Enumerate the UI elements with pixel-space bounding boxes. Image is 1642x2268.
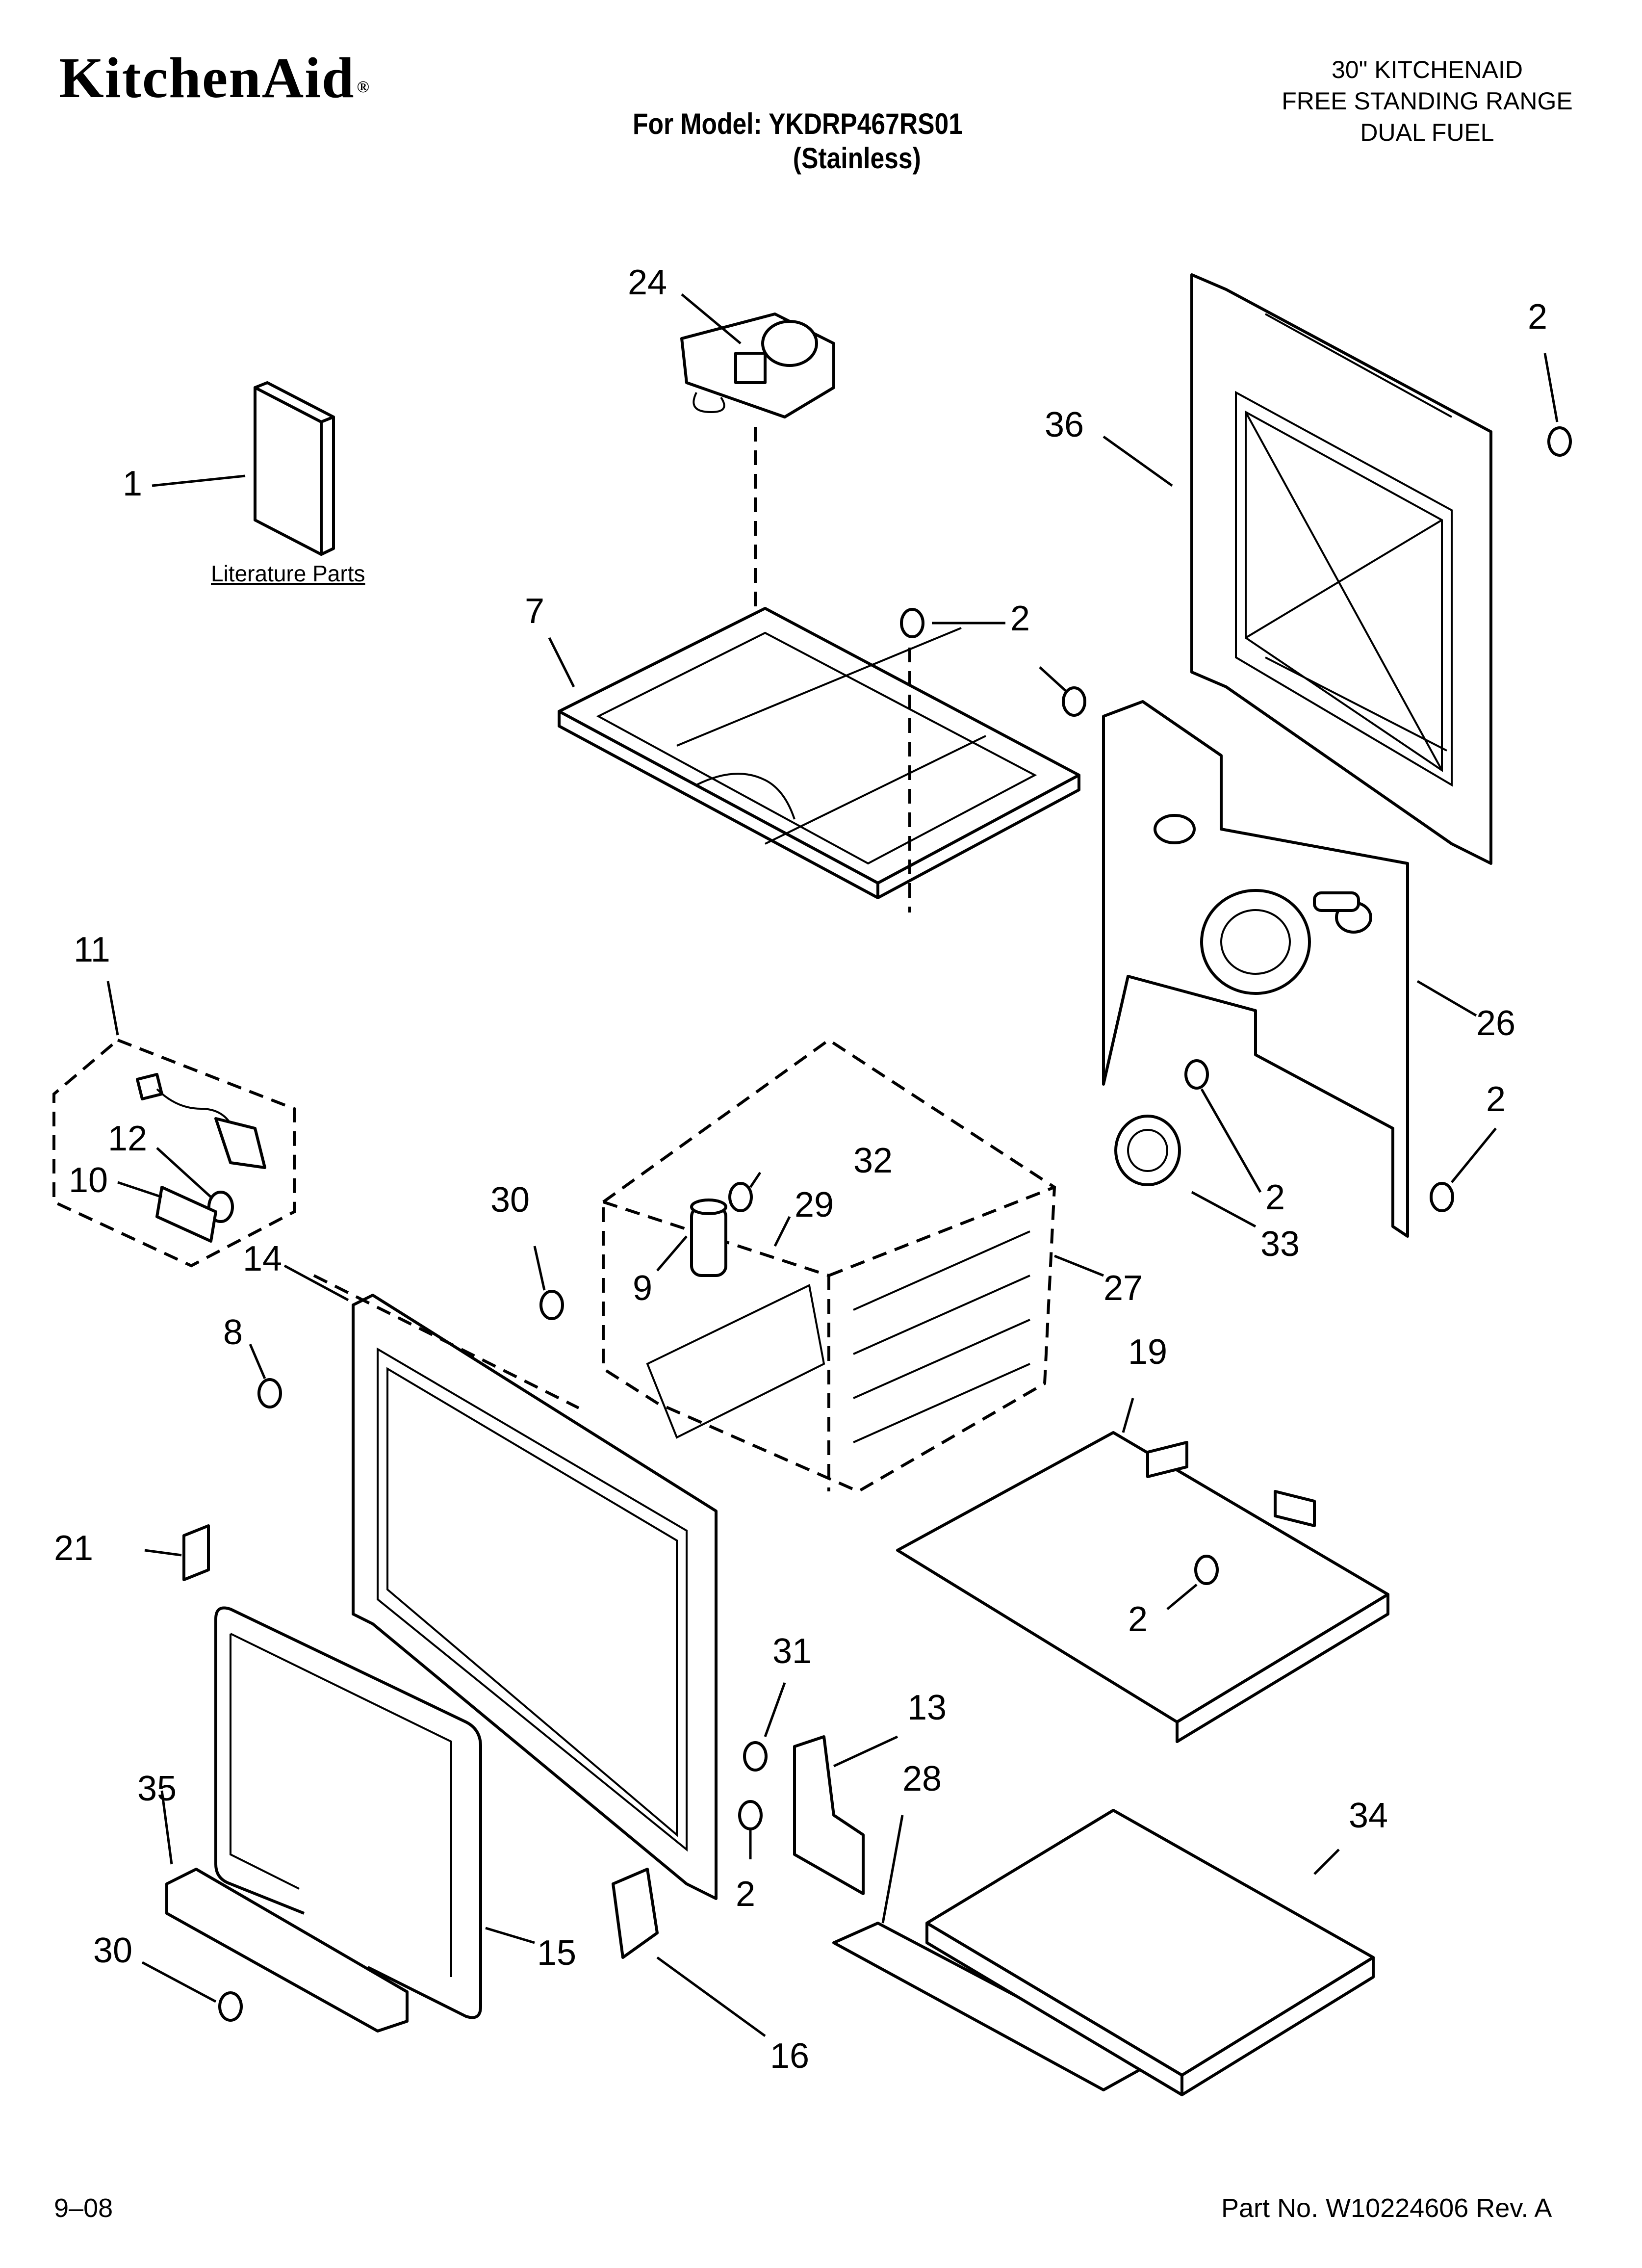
part-19-plate [896,1431,1389,1743]
callout-30: 30 [93,1931,133,1970]
callout-2: 2 [1486,1080,1506,1119]
part-21-clip [182,1524,210,1581]
product-line-2: FREE STANDING RANGE [1282,87,1573,115]
literature-parts-label: Literature Parts [211,561,365,586]
part-27-oven-cavity [602,1038,1056,1493]
callout-15: 15 [537,1933,577,1973]
callout-30: 30 [490,1180,530,1220]
model-line: For Model: YKDRP467RS01 [633,107,963,140]
callout-12: 12 [108,1119,148,1158]
callout-9: 9 [633,1269,653,1308]
finish-line: (Stainless) [793,142,921,175]
callout-13: 13 [907,1688,947,1727]
callout-8: 8 [223,1313,243,1352]
part-11-light-assembly [52,1038,296,1268]
callout-31: 31 [772,1632,812,1671]
product-line-1: 30" KITCHENAID [1331,56,1523,83]
revision-date: 9–08 [54,2193,113,2223]
model-heading: For Model: YKDRP467RS01 (Stainless) [633,107,963,176]
screw-parts [218,426,1572,2022]
part-13-bracket [793,1735,865,1895]
leader-lines [106,293,1559,2037]
callout-7: 7 [525,592,545,631]
callout-2: 2 [1528,297,1548,337]
callout-27: 27 [1103,1269,1143,1308]
callout-16: 16 [770,2036,810,2076]
callout-2: 2 [1128,1600,1148,1639]
callout-19: 19 [1128,1332,1168,1372]
callout-2: 2 [736,1875,756,1914]
callout-32: 32 [853,1141,893,1180]
callout-36: 36 [1045,405,1084,444]
brand-logo: KitchenAid® [59,46,370,110]
part-26-rear-panel [1102,700,1409,1238]
callout-33: 33 [1260,1225,1300,1264]
part-7-frame [558,607,1080,912]
part-34-tray [925,1809,1375,2096]
callout-26: 26 [1476,1004,1516,1043]
callout-34: 34 [1349,1796,1388,1835]
callout-21: 21 [54,1529,94,1568]
part-14-door-frame [313,1274,718,1900]
callout-10: 10 [69,1161,108,1200]
part-24-device [680,313,835,657]
callout-29: 29 [795,1185,834,1225]
part-16-bracket [612,1868,659,1959]
part-36-side-panel [1190,273,1492,865]
callout-11: 11 [74,930,110,969]
part-35-trim [165,1868,409,2033]
callout-2: 2 [1265,1178,1285,1217]
callout-1: 1 [123,464,143,503]
callout-28: 28 [902,1759,942,1799]
callout-35: 35 [137,1769,177,1808]
part-33-thermostat [1114,1115,1181,1186]
product-description: 30" KITCHENAID FREE STANDING RANGE DUAL … [1256,54,1599,148]
callout-24: 24 [628,263,667,302]
callout-14: 14 [243,1239,282,1278]
product-line-3: DUAL FUEL [1360,119,1494,146]
literature-booklet-part [254,381,335,556]
callout-2: 2 [1010,599,1030,638]
part-15-gasket [214,1606,482,2019]
part-number: Part No. W10224606 Rev. A [1221,2193,1552,2223]
